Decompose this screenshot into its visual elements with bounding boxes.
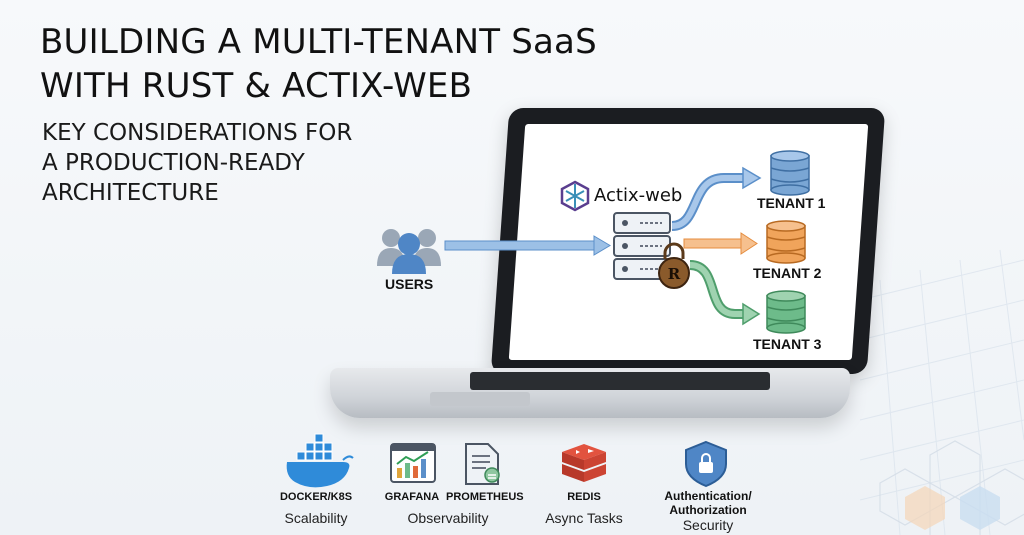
page-title: BUILDING A MULTI-TENANT SaaS WITH RUST &…: [40, 20, 680, 108]
users-to-server-arrow: [444, 235, 611, 256]
users-label: USERS: [385, 276, 434, 292]
auth-label: Authentication/ Authorization: [652, 489, 764, 517]
subtitle-line-1: KEY CONSIDERATIONS FOR: [42, 120, 353, 146]
title-line-2: WITH RUST & ACTIX-WEB: [40, 66, 473, 106]
tenant-2-database-icon: [766, 220, 806, 264]
tenant-2-arrow: [683, 232, 758, 255]
security-label: Security: [682, 517, 734, 533]
subtitle-line-3: ARCHITECTURE: [42, 180, 219, 206]
actix-web-label: Actix-web: [594, 185, 683, 206]
server-stack-icon: [613, 212, 671, 280]
subtitle-line-2: A PRODUCTION-READY: [42, 150, 305, 176]
scalability-label: Scalability: [284, 510, 348, 526]
grafana-label: GRAFANA: [384, 491, 440, 503]
svg-text:R: R: [668, 265, 681, 283]
tenant-1-arrow: [671, 166, 762, 231]
redis-label: REDIS: [567, 491, 601, 503]
actix-logo-icon: [560, 180, 590, 212]
docker-k8s-label: DOCKER/K8S: [279, 491, 353, 503]
users-icon: [377, 229, 441, 274]
tenant-2-label: TENANT 2: [753, 265, 822, 281]
prometheus-document-icon: [465, 443, 500, 485]
tenant-3-arrow: [689, 260, 761, 326]
tenant-3-database-icon: [766, 290, 806, 334]
auth-label-text: Authentication/ Authorization: [664, 489, 752, 517]
prometheus-label: PROMETHEUS: [446, 491, 524, 503]
tenant-1-label: TENANT 1: [757, 195, 826, 211]
laptop-keyboard: [470, 372, 770, 390]
rust-lock-icon: R: [658, 242, 690, 289]
async-tasks-label: Async Tasks: [545, 510, 623, 526]
tenant-1-database-icon: [770, 150, 810, 196]
docker-whale-icon: [286, 433, 354, 488]
observability-label: Observability: [407, 510, 489, 526]
redis-cube-icon: [562, 444, 606, 482]
security-shield-icon: [685, 440, 727, 488]
grafana-chart-icon: [390, 443, 436, 483]
title-line-1: BUILDING A MULTI-TENANT SaaS: [40, 22, 597, 62]
laptop-touchpad: [430, 392, 530, 406]
page-subtitle: KEY CONSIDERATIONS FOR A PRODUCTION-READ…: [42, 118, 382, 208]
tenant-3-label: TENANT 3: [753, 336, 822, 352]
